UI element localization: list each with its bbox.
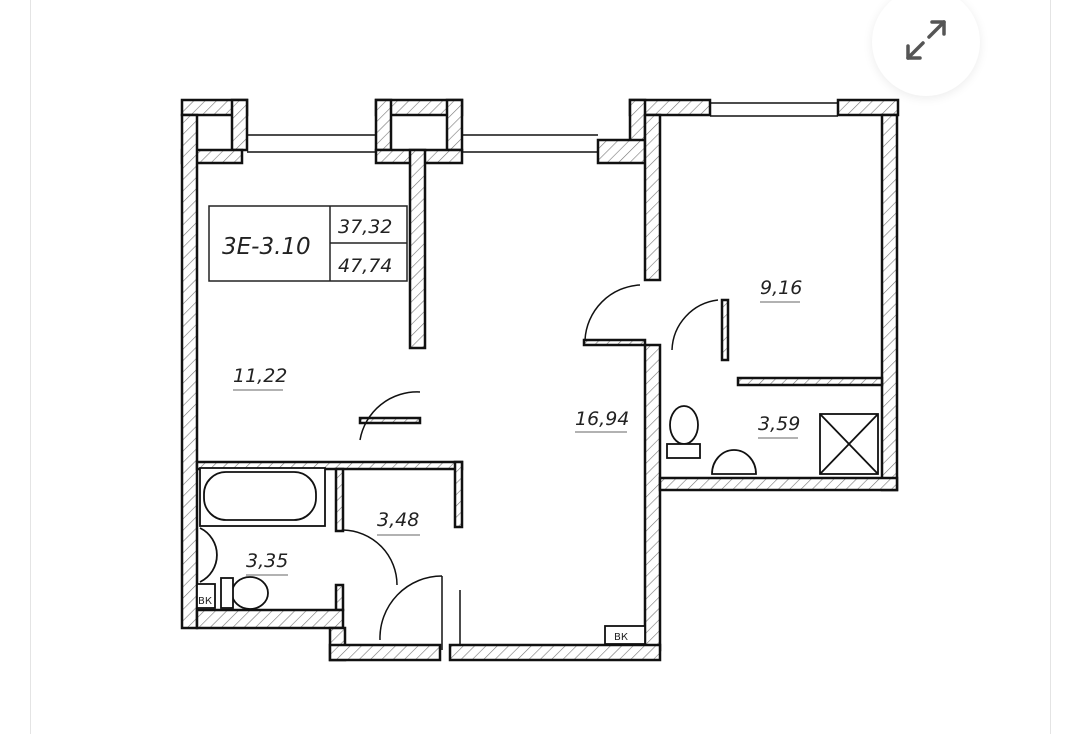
shaft-label: ВК: [198, 596, 212, 607]
room-labels: 11,22 16,94 9,16 3,59 3,48 3,35 ВК ВК: [198, 277, 802, 643]
fixtures: [196, 405, 879, 645]
doors: [342, 284, 719, 650]
sink-icon: [199, 527, 218, 583]
room-area-left-bath: 3,35: [246, 550, 288, 572]
room-area-right-bath: 3,59: [758, 413, 800, 435]
apartment-info-box: 3E-3.10 37,32 47,74: [208, 205, 408, 282]
expand-button[interactable]: [872, 0, 980, 96]
walls: [180, 98, 900, 662]
apartment-code: 3E-3.10: [222, 234, 311, 260]
total-area: 47,74: [338, 255, 392, 277]
room-area-right-room: 9,16: [760, 277, 802, 299]
windows: [247, 102, 838, 153]
room-area-living: 16,94: [575, 408, 629, 430]
sink-icon: [711, 449, 757, 475]
room-area-bedroom: 11,22: [233, 365, 287, 387]
toilet-icon: [231, 576, 269, 610]
living-area: 37,32: [338, 216, 392, 238]
toilet-icon: [669, 405, 699, 445]
expand-arrows-icon: [906, 20, 946, 60]
shaft-label: ВК: [614, 632, 628, 643]
room-area-hallway: 3,48: [377, 509, 419, 531]
viewer-left-border: [30, 0, 31, 734]
viewer-right-border: [1050, 0, 1051, 734]
